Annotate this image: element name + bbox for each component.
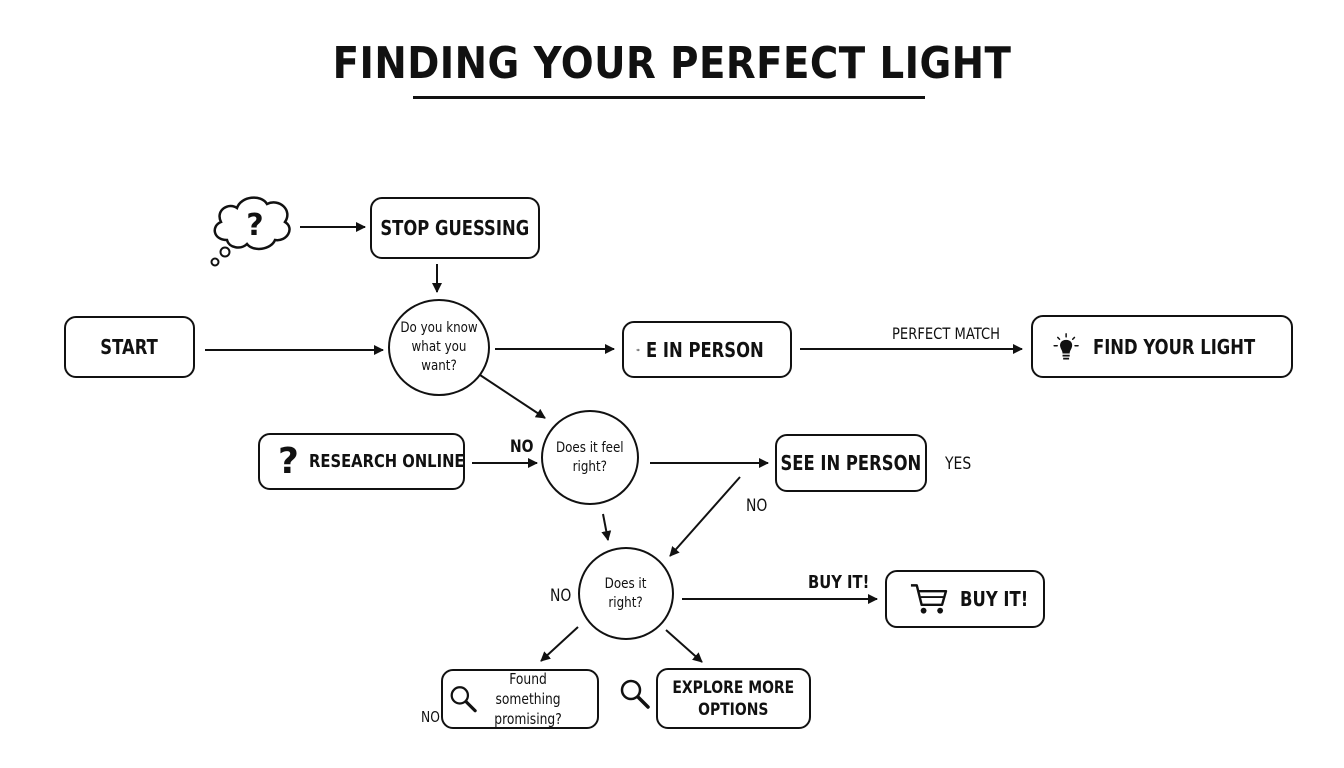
explore-line2: OPTIONS xyxy=(698,699,769,720)
start-box: START xyxy=(64,316,195,378)
arrow-right-to-found xyxy=(540,626,579,662)
eye-icon xyxy=(636,348,641,351)
perfect-match-label: PERFECT MATCH xyxy=(892,324,1001,343)
right-line2: right? xyxy=(608,594,644,611)
arrow-feel-to-right xyxy=(601,513,612,541)
find-your-light-box: FIND YOUR LIGHT xyxy=(1031,315,1293,378)
question-mark-icon: ? xyxy=(278,440,299,482)
start-label: START xyxy=(100,335,159,359)
thought-bubble-question-icon: ? xyxy=(210,196,291,267)
diagram-title: FINDING YOUR PERFECT LIGHT xyxy=(332,38,1012,89)
buy-it-box: BUY IT! xyxy=(885,570,1045,628)
found-something-box: Found something promising? xyxy=(441,669,599,729)
found-line2: promising? xyxy=(494,710,562,728)
buy-it-edge-label: BUY IT! xyxy=(808,572,870,593)
know-line2: what you want? xyxy=(411,339,467,374)
shopping-cart-icon xyxy=(910,584,948,614)
found-line1: Found something xyxy=(495,670,561,708)
magnifier-icon xyxy=(450,686,477,713)
feel-line2: right? xyxy=(572,458,608,475)
see-in-person-top-box: E IN PERSON xyxy=(622,321,792,378)
see-in-person-mid-label: SEE IN PERSON xyxy=(780,451,922,475)
magnifier-icon xyxy=(620,679,650,709)
lightbulb-icon xyxy=(1053,332,1079,360)
see-in-person-top-label: E IN PERSON xyxy=(646,337,765,362)
no-left-label: NO xyxy=(550,586,572,606)
arrow-see-mid-to-right xyxy=(669,476,741,557)
svg-text:?: ? xyxy=(246,208,263,243)
research-online-box: ? RESEARCH ONLINE xyxy=(258,433,465,490)
stop-guessing-box: STOP GUESSING xyxy=(370,197,540,259)
yes-label: YES xyxy=(945,454,972,474)
arrow-question-to-feel xyxy=(479,374,546,419)
see-in-person-mid-box: SEE IN PERSON xyxy=(775,434,927,492)
right-line1: Does it xyxy=(605,575,647,592)
no-research-label: NO xyxy=(510,437,534,457)
title-underline xyxy=(413,96,925,99)
stop-guessing-label: STOP GUESSING xyxy=(380,216,530,240)
no-see-label: NO xyxy=(746,496,768,516)
feel-right-decision: Does it feel right? xyxy=(541,410,639,505)
research-online-label: RESEARCH ONLINE xyxy=(308,451,465,472)
find-your-light-label: FIND YOUR LIGHT xyxy=(1093,334,1256,359)
buy-it-box-label: BUY IT! xyxy=(959,587,1029,611)
does-it-right-decision: Does it right? xyxy=(578,547,674,640)
arrow-right-to-explore xyxy=(665,629,703,663)
know-line1: Do you know xyxy=(400,320,478,336)
no-bottom-label: NO xyxy=(421,708,440,726)
know-what-you-want-decision: Do you know what you want? xyxy=(388,299,490,396)
explore-line1: EXPLORE MORE xyxy=(672,677,795,698)
feel-line1: Does it feel xyxy=(556,439,624,456)
